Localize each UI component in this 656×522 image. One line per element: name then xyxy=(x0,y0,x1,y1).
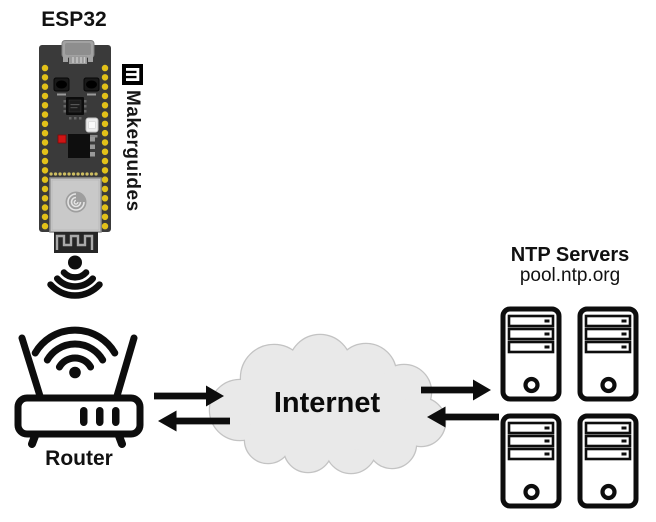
makerguides-logo-icon xyxy=(121,64,143,85)
arrow-internet-to-ntp-icon xyxy=(421,379,491,401)
antenna-left xyxy=(18,334,44,400)
boot-en-buttons-icon xyxy=(53,77,100,96)
makerguides-logo: Makerguides xyxy=(121,64,143,212)
power-led-icon xyxy=(57,134,67,144)
server-icon xyxy=(577,413,639,509)
server-icon xyxy=(500,413,562,509)
server-icon xyxy=(500,306,562,402)
internet-label: Internet xyxy=(273,387,381,419)
arrow-ntp-to-internet-icon xyxy=(427,406,499,428)
arrow-internet-to-router-icon xyxy=(158,410,230,432)
arrow-router-to-internet-icon xyxy=(154,385,224,407)
esp32-board-icon xyxy=(39,40,111,253)
esp32-module-shield-icon xyxy=(49,177,102,233)
server-icon xyxy=(577,306,639,402)
regulator-ic-icon xyxy=(68,134,95,158)
wifi-signal-icon xyxy=(47,255,103,299)
pcb-antenna-icon xyxy=(54,232,98,253)
router-label: Router xyxy=(45,447,113,470)
ntp-servers-subtitle: pool.ntp.org xyxy=(519,265,621,286)
antenna-right xyxy=(113,334,138,400)
internet-cloud: Internet xyxy=(204,330,450,476)
router-icon xyxy=(14,326,144,448)
ntp-servers-title: NTP Servers xyxy=(510,244,630,266)
esp32-label: ESP32 xyxy=(41,8,107,31)
usb-connector-icon xyxy=(61,40,95,64)
uart-chip-icon xyxy=(63,97,87,120)
makerguides-logo-text: Makerguides xyxy=(122,90,143,212)
rgb-led-icon xyxy=(85,117,99,138)
